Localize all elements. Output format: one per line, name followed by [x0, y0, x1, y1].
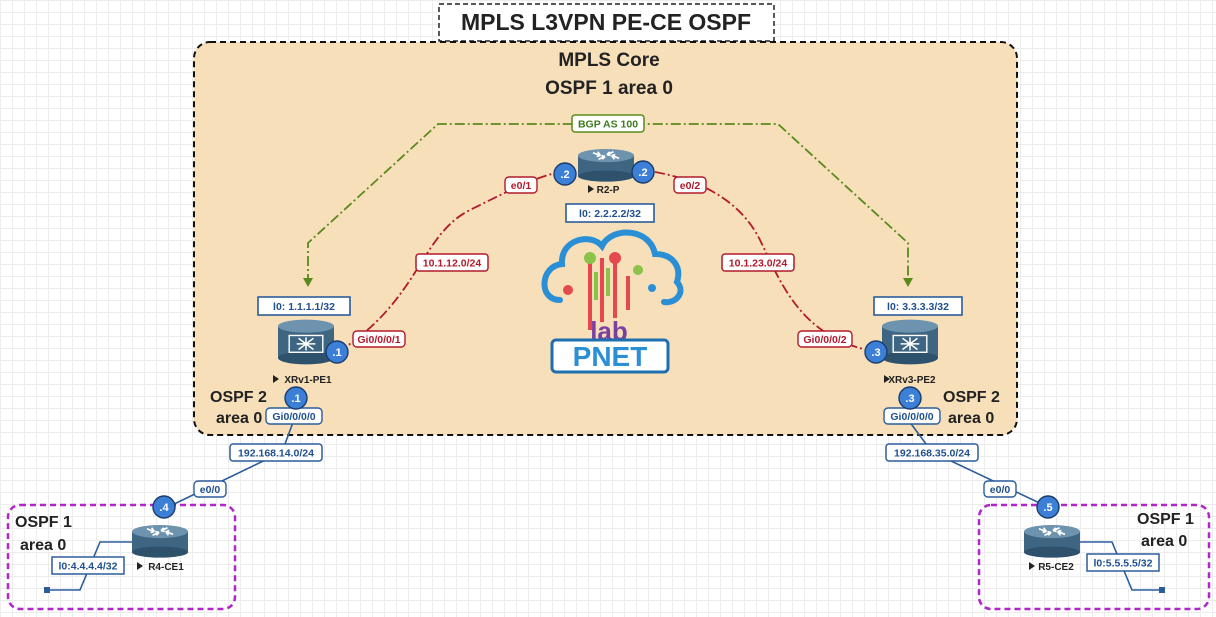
diagram-title: MPLS L3VPN PE-CE OSPF	[461, 9, 751, 35]
ospf-ce1-line1: OSPF 1	[15, 514, 72, 531]
svg-text:e0/1: e0/1	[511, 180, 532, 192]
label-link-pe2-ce2: 192.168.35.0/24	[885, 443, 979, 462]
router-r2-p[interactable]: R2-P	[578, 148, 634, 196]
loopback-pe2: l0: 3.3.3.3/32	[873, 296, 963, 316]
router-r5-ce2[interactable]: R5-CE2	[1024, 524, 1080, 573]
svg-text:.3: .3	[905, 393, 914, 405]
svg-text:e0/0: e0/0	[990, 484, 1011, 496]
if-pe2-gi0-0-0-0: Gi0/0/0/0	[883, 407, 941, 425]
xr-router-icon	[278, 318, 334, 366]
pnet-lab-logo: lab PNET	[541, 229, 684, 374]
svg-text:10.1.23.0/24: 10.1.23.0/24	[729, 258, 788, 270]
svg-text:Gi0/0/0/0: Gi0/0/0/0	[272, 411, 315, 423]
svg-text:l0: 3.3.3.3/32: l0: 3.3.3.3/32	[887, 301, 949, 313]
svg-text:BGP AS 100: BGP AS 100	[578, 119, 638, 131]
if-r2-e0-1: e0/1	[504, 176, 538, 194]
xr-router-icon	[882, 318, 938, 366]
core-name: MPLS Core	[558, 50, 659, 71]
label-link-r2-pe2: 10.1.23.0/24	[721, 253, 795, 272]
ip-badge-r2-left: .2	[553, 162, 577, 186]
svg-text:XRv1-PE1: XRv1-PE1	[284, 375, 332, 386]
svg-text:Gi0/0/0/0: Gi0/0/0/0	[890, 411, 933, 423]
svg-text:.2: .2	[560, 169, 569, 181]
svg-text:XRv3-PE2: XRv3-PE2	[888, 375, 936, 386]
router-xrv1-pe1[interactable]: XRv1-PE1	[278, 318, 334, 386]
label-link-pe1-r2: 10.1.12.0/24	[415, 253, 489, 272]
play-marker-pe2	[884, 375, 890, 383]
ospf-ce2-line1: OSPF 1	[1137, 511, 1194, 528]
svg-text:.4: .4	[159, 502, 169, 514]
ip-badge-pe2-ce: .3	[898, 386, 922, 410]
svg-text:Gi0/0/0/1: Gi0/0/0/1	[357, 334, 400, 346]
svg-text:R2-P: R2-P	[597, 185, 620, 196]
svg-text:Gi0/0/0/2: Gi0/0/0/2	[803, 334, 846, 346]
ospf-ce1-line2: area 0	[20, 537, 66, 554]
ip-badge-r2-right: .2	[631, 160, 655, 184]
core-ospf-label: OSPF 1 area 0	[545, 78, 673, 99]
router-r4-ce1[interactable]: R4-CE1	[132, 524, 188, 573]
ce2-loopback-end	[1159, 587, 1165, 593]
router-icon	[1024, 524, 1080, 558]
svg-text:.1: .1	[332, 347, 341, 359]
svg-text:.1: .1	[291, 393, 300, 405]
svg-text:l0:4.4.4.4/32: l0:4.4.4.4/32	[59, 561, 118, 573]
if-pe1-gi0-0-0-0: Gi0/0/0/0	[265, 407, 323, 425]
svg-text:R5-CE2: R5-CE2	[1038, 562, 1074, 573]
router-icon	[578, 148, 634, 182]
bgp-label: BGP AS 100	[571, 114, 645, 133]
play-marker-ce2	[1029, 562, 1035, 570]
svg-text:192.168.14.0/24: 192.168.14.0/24	[238, 448, 314, 460]
svg-text:e0/0: e0/0	[200, 484, 221, 496]
ospf-pe1-line2: area 0	[216, 410, 262, 427]
ospf-pe2-line1: OSPF 2	[943, 389, 1000, 406]
svg-text:l0:5.5.5.5/32: l0:5.5.5.5/32	[1094, 558, 1153, 570]
ospf-pe2-line2: area 0	[948, 410, 994, 427]
loopback-ce2: l0:5.5.5.5/32	[1086, 553, 1160, 572]
svg-text:.3: .3	[871, 347, 880, 359]
svg-text:R4-CE1: R4-CE1	[148, 562, 184, 573]
play-marker-r2	[588, 185, 594, 193]
svg-text:l0: 1.1.1.1/32: l0: 1.1.1.1/32	[273, 301, 335, 313]
ospf-pe1-line1: OSPF 2	[210, 389, 267, 406]
play-marker-ce1	[137, 562, 143, 570]
svg-text:10.1.12.0/24: 10.1.12.0/24	[423, 258, 482, 270]
ce1-loopback-end	[44, 587, 50, 593]
if-ce2-e0-0: e0/0	[983, 480, 1017, 498]
label-link-pe1-ce1: 192.168.14.0/24	[229, 443, 323, 462]
router-xrv3-pe2[interactable]: XRv3-PE2	[882, 318, 938, 386]
loopback-r2: l0: 2.2.2.2/32	[565, 203, 655, 223]
svg-text:e0/2: e0/2	[680, 180, 701, 192]
ip-badge-ce2: .5	[1036, 495, 1060, 519]
logo-pnet-text: PNET	[573, 341, 648, 372]
if-ce1-e0-0: e0/0	[193, 480, 227, 498]
router-icon	[132, 524, 188, 558]
loopback-ce1: l0:4.4.4.4/32	[51, 556, 125, 575]
ip-badge-pe1-core: .1	[325, 340, 349, 364]
svg-text:.2: .2	[638, 167, 647, 179]
ip-badge-pe2-core: .3	[864, 340, 888, 364]
ip-badge-ce1: .4	[152, 495, 176, 519]
loopback-pe1: l0: 1.1.1.1/32	[257, 296, 351, 316]
if-r2-e0-2: e0/2	[673, 176, 707, 194]
ip-badge-pe1-ce: .1	[284, 386, 308, 410]
title-box: MPLS L3VPN PE-CE OSPF	[438, 3, 775, 42]
ce2-site	[977, 503, 1211, 611]
svg-text:192.168.35.0/24: 192.168.35.0/24	[894, 448, 970, 460]
if-pe2-gi0-0-0-2: Gi0/0/0/2	[797, 330, 853, 348]
play-marker-pe1	[273, 375, 279, 383]
svg-text:l0: 2.2.2.2/32: l0: 2.2.2.2/32	[579, 208, 641, 220]
ce1-site	[6, 503, 237, 611]
ospf-ce2-line2: area 0	[1141, 533, 1187, 550]
if-pe1-gi0-0-0-1: Gi0/0/0/1	[352, 330, 406, 348]
cloud-icon	[541, 229, 684, 306]
svg-text:.5: .5	[1043, 502, 1052, 514]
